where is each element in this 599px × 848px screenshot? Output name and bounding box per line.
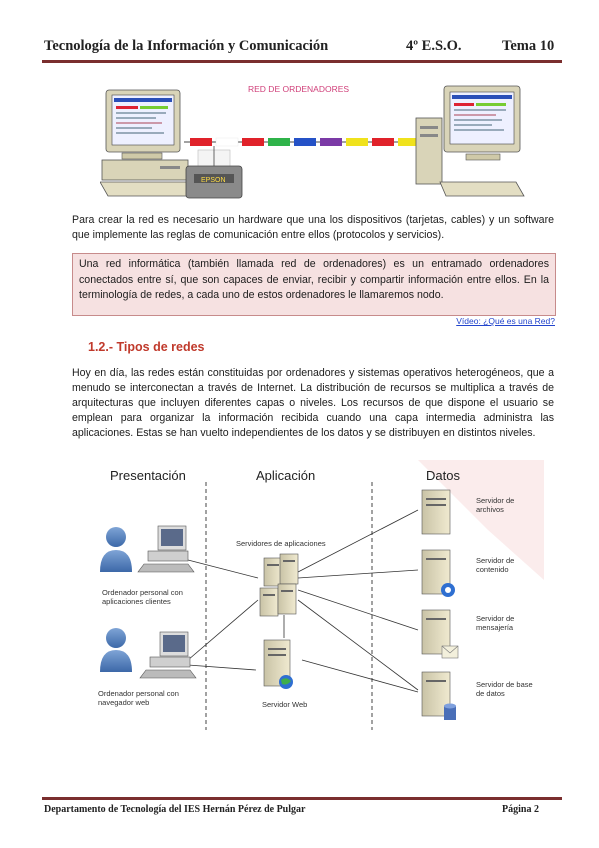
column-header-data: Datos	[426, 468, 460, 483]
database-server-icon	[421, 671, 456, 720]
printer-brand: EPSON	[201, 177, 226, 184]
web-server-icon	[263, 639, 293, 689]
right-computer-illustration	[415, 85, 525, 197]
header-rule	[42, 60, 562, 63]
messaging-server-icon	[421, 609, 459, 659]
desktop-computer-icon	[137, 525, 195, 573]
left-computer-illustration	[100, 89, 197, 197]
definition-callout: Una red informática (también llamada red…	[72, 253, 556, 316]
header-subject: Tecnología de la Información y Comunicac…	[44, 38, 329, 54]
file-server-icon	[421, 489, 451, 535]
architecture-graphics	[100, 460, 544, 730]
footer-department: Departamento de Tecnología del IES Herná…	[44, 804, 306, 815]
content-server-icon	[421, 549, 455, 597]
footer-page-number: Página 2	[502, 804, 539, 815]
messaging-server-label: Servidor de mensajería	[476, 614, 515, 632]
section-title: 1.2.- Tipos de redes	[88, 340, 205, 354]
web-server-label: Servidor Web	[262, 700, 308, 709]
column-header-application: Aplicación	[256, 468, 316, 483]
connection-lines	[187, 509, 419, 693]
app-servers-label: Servidores de aplicaciones	[236, 539, 326, 548]
network-cable	[184, 137, 418, 166]
user-icon	[100, 628, 132, 672]
video-link[interactable]: Vídeo: ¿Qué es una Red?	[456, 316, 555, 326]
network-figure: RED DE ORDENADORES EPSON	[100, 84, 525, 199]
content-server-label: Servidor de contenido	[476, 556, 515, 574]
body-paragraph: Hoy en día, las redes están constituidas…	[72, 367, 554, 439]
column-header-presentation: Presentación	[110, 468, 186, 483]
application-servers-icon	[259, 553, 299, 617]
database-server-label: Servidor de base de datos	[476, 680, 533, 698]
browser-pc-label: Ordenador personal con navegador web	[98, 689, 179, 707]
desktop-computer-icon	[139, 631, 197, 679]
header-grade: 4º E.S.O.	[406, 38, 462, 54]
client-pc-label: Ordenador personal con aplicaciones clie…	[102, 588, 183, 606]
file-server-label: Servidor de archivos	[476, 496, 515, 514]
figure-title: RED DE ORDENADORES	[248, 84, 349, 94]
architecture-diagram: Presentación Aplicación Datos Ordenador …	[88, 460, 544, 732]
user-icon	[100, 527, 132, 572]
intro-paragraph: Para crear la red es necesario un hardwa…	[72, 214, 554, 241]
header-unit: Tema 10	[502, 38, 555, 54]
footer-rule	[42, 797, 562, 800]
